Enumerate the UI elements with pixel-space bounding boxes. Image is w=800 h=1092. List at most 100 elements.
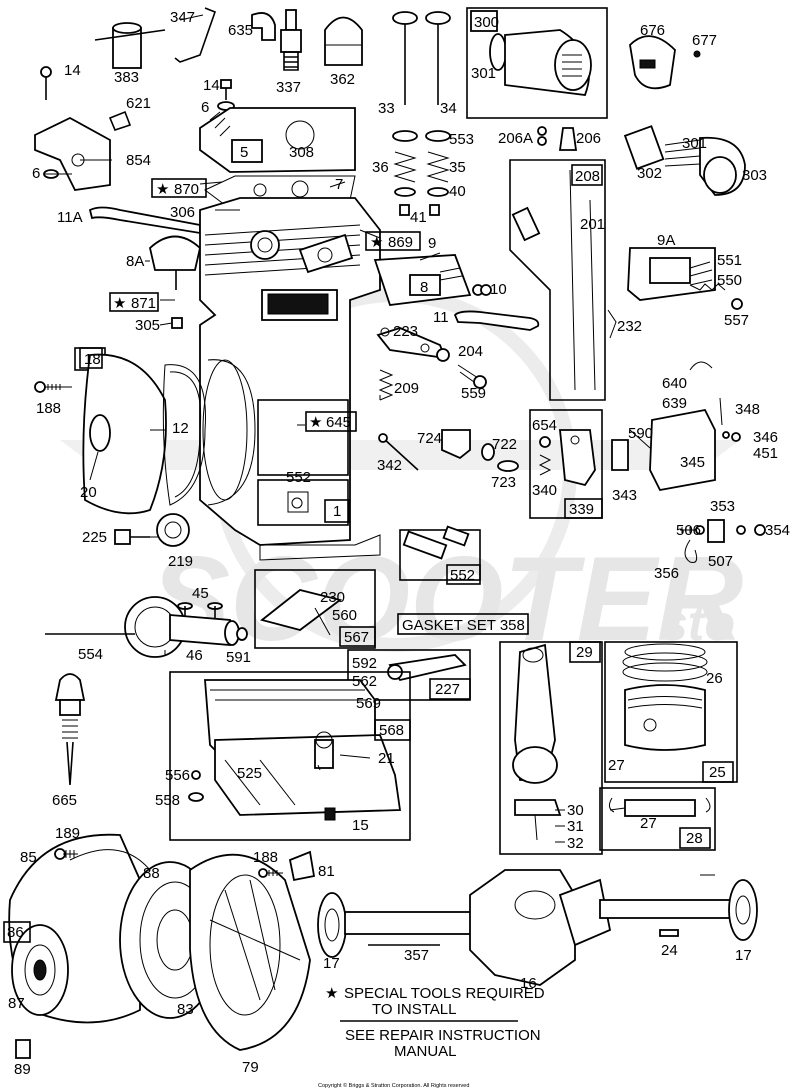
part-225-pin bbox=[114, 529, 150, 545]
label-26: 26 bbox=[706, 670, 723, 687]
part-8a-filter bbox=[149, 235, 201, 290]
part-723-washer bbox=[497, 460, 519, 472]
special-tools-line1: SPECIAL TOOLS REQUIRED bbox=[344, 985, 545, 1002]
part-639-348-rod bbox=[719, 397, 723, 426]
label-8a: 8A bbox=[126, 253, 144, 270]
part-506-screw bbox=[680, 525, 705, 535]
label-300: 300 bbox=[474, 14, 499, 31]
label-230: 230 bbox=[320, 589, 345, 606]
label-871: 871 bbox=[131, 295, 156, 312]
box-227 bbox=[429, 678, 471, 700]
label-346: 346 bbox=[753, 429, 778, 446]
label-677: 677 bbox=[692, 32, 717, 49]
label-362: 362 bbox=[330, 71, 355, 88]
label-89: 89 bbox=[14, 1061, 31, 1078]
label-870: 870 bbox=[174, 181, 199, 198]
label-342: 342 bbox=[377, 457, 402, 474]
label-665: 665 bbox=[52, 792, 77, 809]
box-869 bbox=[365, 231, 421, 251]
part-722-bushing bbox=[481, 443, 495, 461]
label-232: 232 bbox=[617, 318, 642, 335]
label-27-b: 27 bbox=[640, 815, 657, 832]
label-24: 24 bbox=[661, 942, 678, 959]
part-591-bushing bbox=[236, 627, 248, 641]
part-354-nut bbox=[754, 524, 766, 536]
gasket-set-note: GASKET SET 358 bbox=[402, 617, 525, 634]
part-347-bracket bbox=[174, 7, 217, 63]
label-18: 18 bbox=[84, 351, 101, 368]
part-559-screw bbox=[457, 364, 487, 389]
label-16: 16 bbox=[520, 975, 537, 992]
special-tools-star: ★ bbox=[325, 985, 338, 1002]
part-308-cylinder-head bbox=[199, 107, 356, 173]
label-6-a: 6 bbox=[201, 99, 209, 116]
leader-lines bbox=[45, 14, 715, 876]
label-27-a: 27 bbox=[608, 757, 625, 774]
label-559: 559 bbox=[461, 385, 486, 402]
label-32: 32 bbox=[567, 835, 584, 852]
label-723: 723 bbox=[491, 474, 516, 491]
label-5: 5 bbox=[240, 144, 248, 161]
label-227: 227 bbox=[435, 681, 460, 698]
part-28-piston-pin-box bbox=[599, 787, 716, 851]
part-33-valve bbox=[392, 11, 418, 105]
label-635: 635 bbox=[228, 22, 253, 39]
label-339: 339 bbox=[569, 501, 594, 518]
box-18 bbox=[79, 347, 103, 369]
label-81: 81 bbox=[318, 863, 335, 880]
label-308: 308 bbox=[289, 144, 314, 161]
label-12: 12 bbox=[172, 420, 189, 437]
part-34-valve bbox=[425, 11, 451, 105]
label-25: 25 bbox=[709, 764, 726, 781]
part-188-bolt-b bbox=[258, 868, 283, 878]
label-219: 219 bbox=[168, 553, 193, 570]
label-29: 29 bbox=[576, 644, 593, 661]
part-567-governor-box bbox=[254, 569, 376, 649]
label-640: 640 bbox=[662, 375, 687, 392]
box-568 bbox=[374, 719, 411, 741]
label-551: 551 bbox=[717, 252, 742, 269]
label-568: 568 bbox=[379, 722, 404, 739]
repair-line1: SEE REPAIR INSTRUCTION bbox=[345, 1027, 541, 1044]
label-592: 592 bbox=[352, 655, 377, 672]
label-14-b: 14 bbox=[203, 77, 220, 94]
label-209: 209 bbox=[394, 380, 419, 397]
label-354: 354 bbox=[765, 522, 790, 539]
label-9a: 9A bbox=[657, 232, 675, 249]
label-724: 724 bbox=[417, 430, 442, 447]
box-28 bbox=[679, 827, 711, 849]
label-676: 676 bbox=[640, 22, 665, 39]
star-645: ★ bbox=[309, 414, 322, 431]
special-tools-line2: TO INSTALL bbox=[372, 1001, 456, 1018]
part-46-camshaft bbox=[124, 596, 240, 658]
watermark-brand: SCOOTER bbox=[150, 532, 743, 666]
part-640-wire bbox=[689, 361, 713, 371]
part-552-pin-box bbox=[399, 525, 481, 581]
label-35: 35 bbox=[449, 159, 466, 176]
part-18-cover-plate bbox=[74, 347, 167, 515]
part-10-screw bbox=[472, 284, 492, 296]
label-383: 383 bbox=[114, 69, 139, 86]
label-189: 189 bbox=[55, 825, 80, 842]
label-347: 347 bbox=[170, 9, 195, 26]
label-507: 507 bbox=[708, 553, 733, 570]
label-722: 722 bbox=[492, 436, 517, 453]
label-34: 34 bbox=[440, 100, 457, 117]
part-305-screw bbox=[171, 317, 183, 329]
box-552 bbox=[446, 564, 481, 585]
label-356: 356 bbox=[654, 565, 679, 582]
part-556-558-plug bbox=[188, 770, 204, 802]
part-621-clip bbox=[108, 110, 132, 131]
label-506: 506 bbox=[676, 522, 701, 539]
part-553-retainers bbox=[392, 130, 451, 142]
box-871 bbox=[109, 292, 159, 312]
label-343: 343 bbox=[612, 487, 637, 504]
label-17-b: 17 bbox=[735, 947, 752, 964]
label-8: 8 bbox=[420, 279, 428, 296]
part-1-cylinder-block bbox=[199, 197, 381, 561]
label-17-a: 17 bbox=[323, 955, 340, 972]
part-9a-breather bbox=[627, 247, 716, 301]
part-362-air-filter bbox=[324, 16, 363, 66]
label-79: 79 bbox=[242, 1059, 259, 1076]
label-83: 83 bbox=[177, 1001, 194, 1018]
